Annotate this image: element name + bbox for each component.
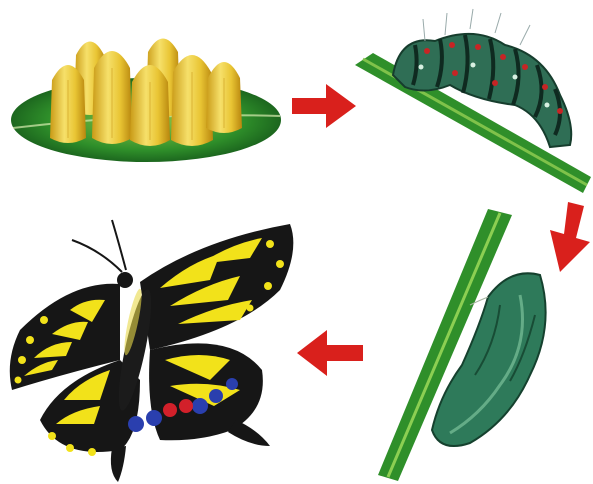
caterpillar-on-stem-icon	[355, 5, 593, 195]
arrow-right	[290, 82, 358, 130]
chrysalis-on-stem-icon	[370, 205, 560, 483]
left-tail	[111, 446, 126, 482]
caterpillar-stage	[355, 5, 593, 195]
eggs-on-leaf-icon	[8, 20, 283, 170]
arrow-left	[295, 328, 365, 378]
butterfly-stage	[0, 210, 305, 484]
swallowtail-butterfly-icon	[0, 210, 305, 484]
egg-cluster	[50, 39, 242, 147]
eggs-stage	[8, 20, 283, 170]
arrow-left-icon	[295, 328, 365, 378]
arrow-right-icon	[290, 82, 358, 130]
pupa-stage	[370, 205, 560, 483]
right-tail	[228, 420, 270, 446]
